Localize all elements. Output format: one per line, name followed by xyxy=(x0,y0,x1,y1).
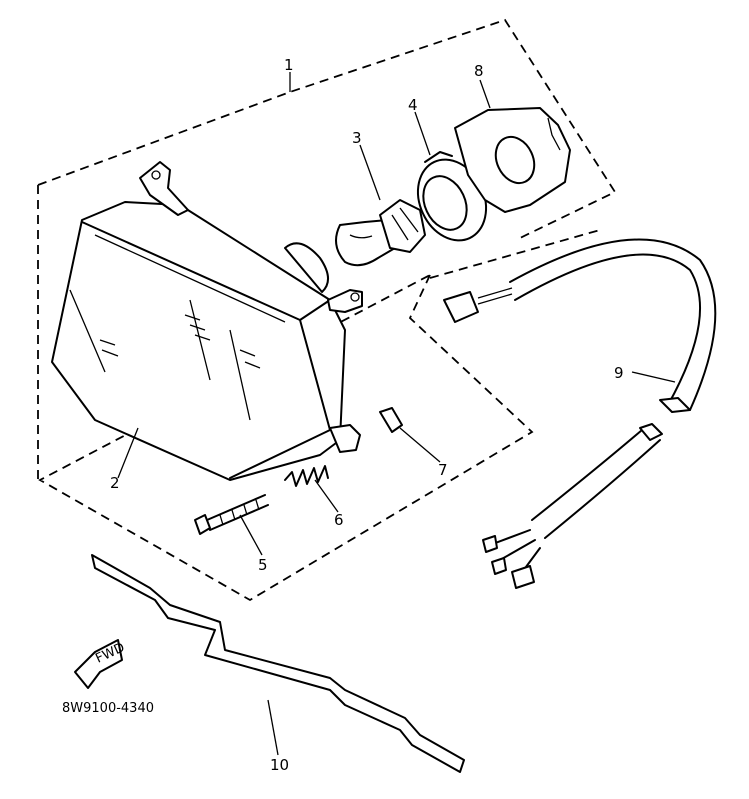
spring xyxy=(284,465,329,487)
adjusting-screw xyxy=(194,494,269,535)
headlight-bracket xyxy=(91,554,465,773)
callout-7: 7 xyxy=(438,461,448,479)
callout-10: 10 xyxy=(270,756,289,774)
callout-4: 4 xyxy=(408,96,418,114)
wiring-harness xyxy=(443,238,717,589)
callout-2: 2 xyxy=(110,474,120,492)
callout-8: 8 xyxy=(474,62,484,80)
bulb-cover xyxy=(454,107,571,213)
callout-1: 1 xyxy=(284,56,294,74)
assembly-boundary-1 xyxy=(37,18,617,602)
leader-lines xyxy=(117,72,676,756)
callout-5: 5 xyxy=(258,556,268,574)
callout-9: 9 xyxy=(614,364,624,382)
callout-6: 6 xyxy=(334,511,344,529)
bulb xyxy=(335,199,426,267)
headlight-unit xyxy=(51,161,363,481)
figure-code: 8W9100-4340 xyxy=(62,701,154,716)
clip xyxy=(379,407,403,433)
forward-arrow: FWD xyxy=(74,639,127,689)
callout-3: 3 xyxy=(352,129,362,147)
callout-labels: 1 2 3 4 5 6 7 8 9 10 xyxy=(110,56,624,774)
